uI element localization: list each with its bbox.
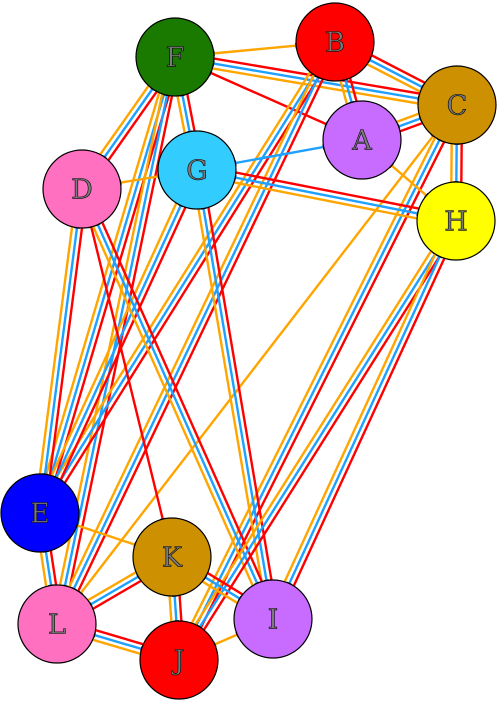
node-G[interactable]: G [157,130,237,210]
edge-strand [33,188,79,513]
edge-strand [56,104,458,625]
edge-strand [34,38,332,511]
edge-strand [55,56,177,625]
node-circle [416,181,496,261]
node-label: L [48,610,66,641]
node-H[interactable]: H [416,181,496,261]
edge-strand [43,189,89,514]
node-label: G [186,156,208,187]
edge-strand [267,218,453,618]
node-label: K [162,543,183,574]
edge-B-L [51,39,341,627]
node-label: B [325,28,345,59]
node-D[interactable]: D [42,149,122,229]
edge-strand [196,168,457,223]
edge-strand [80,188,275,620]
edge-strand [80,188,174,558]
node-label: J [171,646,185,677]
node-circle [0,473,80,553]
node-F[interactable]: F [135,17,215,97]
node-E[interactable]: E [0,473,80,553]
edge-strand [190,170,270,621]
node-B[interactable]: B [295,2,375,82]
edge-strand [60,57,182,626]
node-label: C [447,91,468,122]
edge-strand [195,169,275,620]
edge-strand [195,173,456,228]
edge-strand [76,190,270,622]
edge-strand [177,104,459,661]
node-label: F [166,43,185,74]
node-K[interactable]: K [132,517,212,597]
edge-strand [38,188,84,514]
node-circle [17,584,97,664]
edge-strand [43,171,203,516]
edge-strand [173,102,454,659]
node-label: H [444,207,468,238]
node-label: E [30,499,50,530]
edge-H-J [173,217,462,664]
edge-H-I [267,218,462,622]
node-label: I [268,605,279,636]
node-circle [135,17,215,97]
node-L[interactable]: L [17,584,97,664]
edge-strand [173,217,453,658]
node-circle [157,130,237,210]
edge-strand [43,58,181,515]
edge-strand [38,41,337,514]
node-circle [295,2,375,82]
node-I[interactable]: I [233,579,313,659]
node-J[interactable]: J [139,620,219,700]
edge-strand [200,168,280,619]
node-circle [42,149,122,229]
edge-strand [276,222,462,622]
edge-strand [177,220,458,661]
node-label: D [71,175,93,206]
node-circle [139,620,219,700]
node-circle [132,517,212,597]
edge-strand [51,39,332,623]
edge-strand [38,56,177,514]
edge-F-E [34,55,181,515]
node-C[interactable]: C [417,65,497,145]
node-circle [322,100,402,180]
node-circle [417,65,497,145]
edge-strand [182,223,462,664]
node-circle [233,579,313,659]
node-label: A [351,126,372,157]
edge-strand [55,41,337,625]
node-A[interactable]: A [322,100,402,180]
edge-strand [60,43,341,627]
edge-strand [34,55,172,512]
edge-strand [271,220,458,620]
edge-strand [34,167,194,512]
edge-strand [197,163,458,218]
